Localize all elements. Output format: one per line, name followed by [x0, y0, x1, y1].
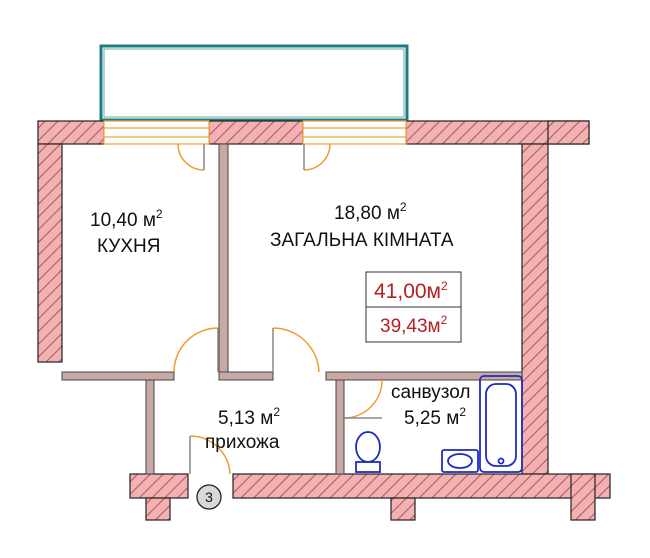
bathroom-fixtures: [355, 375, 523, 473]
hall-name: прихожа: [205, 432, 280, 453]
kitchen-area-unit-exponent: 2: [156, 207, 163, 221]
kitchen-name: КУХНЯ: [97, 236, 160, 257]
doors: [173, 143, 383, 475]
living-room-name: ЗАГАЛЬНА КІМНАТА: [270, 230, 454, 251]
entrance-number: 3: [205, 489, 213, 505]
hall-label: 5,13 м2 прихожа: [205, 405, 280, 453]
total-area-unit-exponent: 2: [441, 279, 448, 293]
bathroom-label: санвузол 5,25 м2: [391, 382, 470, 429]
kitchen-area: 10,40 м: [90, 210, 156, 231]
kitchen-label: 10,40 м2 КУХНЯ: [90, 207, 163, 257]
bathtub-icon: [479, 375, 523, 473]
area-summary-box: 41,00м2 39,43м2: [365, 271, 462, 343]
total-area: 41,00м: [374, 280, 441, 303]
bathroom-area: 5,25 м: [404, 408, 459, 429]
exterior-walls: [37, 120, 611, 521]
svg-text:10,40 м2: 10,40 м2: [90, 207, 163, 231]
interior-partitions: [61, 143, 523, 475]
living-room-area-unit-exponent: 2: [400, 200, 407, 214]
living-room-label: 18,80 м2 ЗАГАЛЬНА КІМНАТА: [270, 200, 454, 251]
svg-text:18,80 м2: 18,80 м2: [334, 200, 407, 224]
bathroom-area-unit-exponent: 2: [459, 405, 466, 419]
svg-text:39,43м2: 39,43м2: [380, 313, 448, 337]
living-area: 39,43м: [380, 316, 441, 337]
toilet-icon: [355, 431, 381, 473]
hall-area: 5,13 м: [218, 408, 273, 429]
bathroom-name: санвузол: [391, 382, 470, 403]
svg-text:41,00м2: 41,00м2: [374, 279, 448, 303]
hall-area-unit-exponent: 2: [273, 405, 280, 419]
svg-text:5,25 м2: 5,25 м2: [404, 405, 466, 429]
balcony: [99, 44, 409, 122]
living-area-unit-exponent: 2: [441, 313, 448, 327]
windows: [103, 120, 407, 145]
entrance-number-badge: 3: [196, 484, 222, 510]
living-room-area: 18,80 м: [334, 203, 400, 224]
sink-icon: [441, 449, 479, 473]
svg-text:5,13 м2: 5,13 м2: [218, 405, 280, 429]
